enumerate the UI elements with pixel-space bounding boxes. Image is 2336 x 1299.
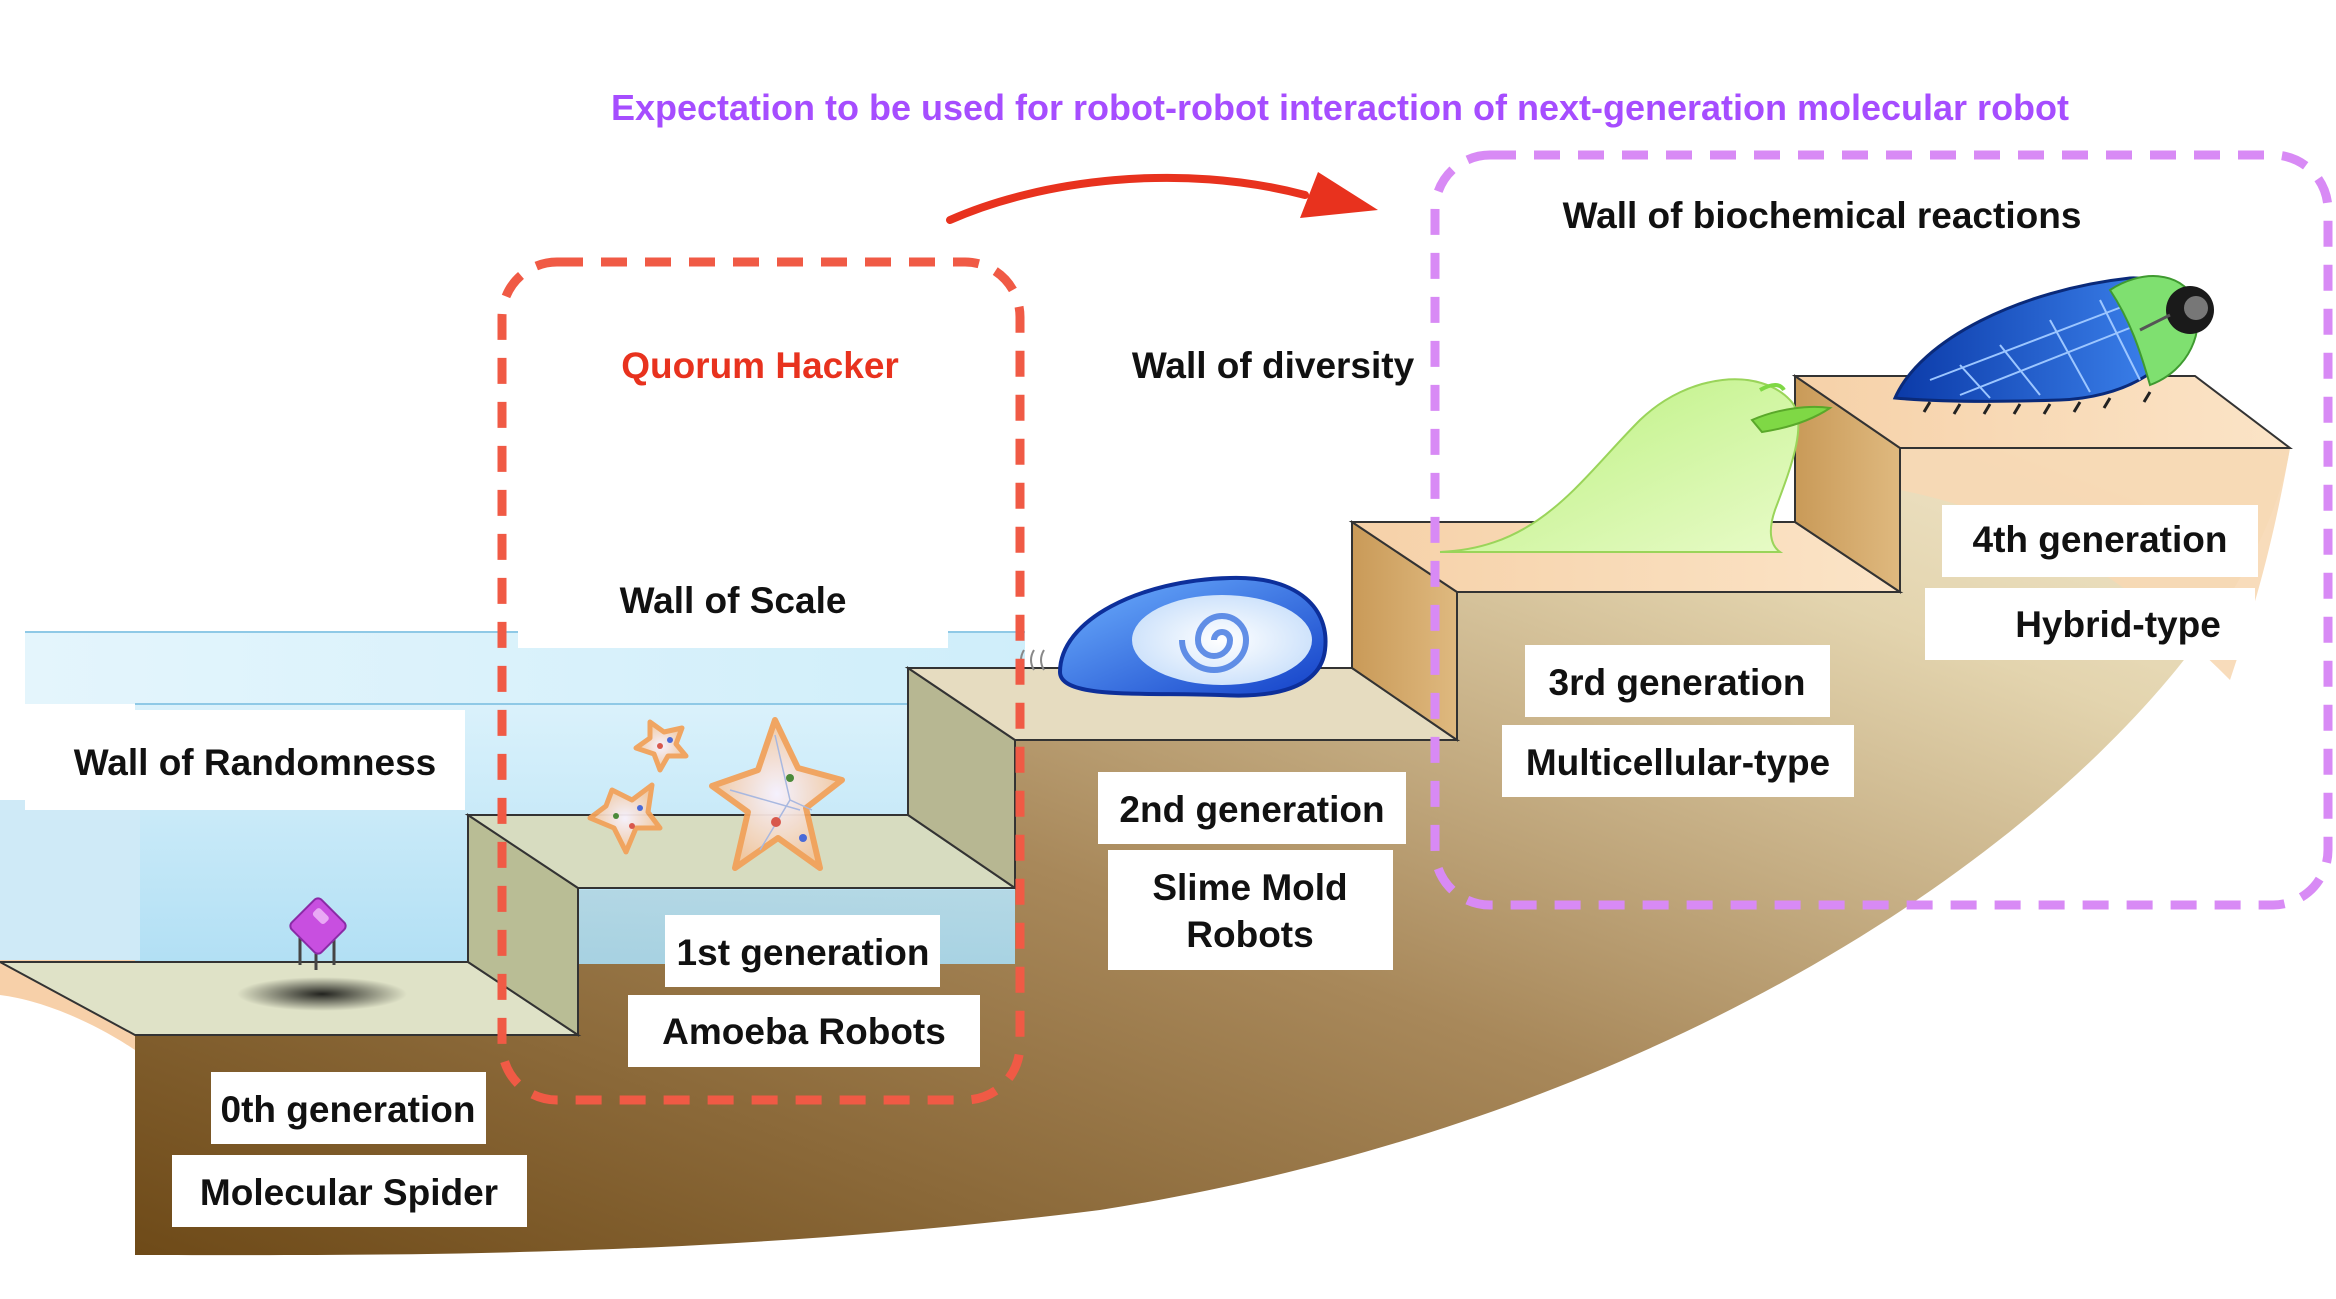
wall-randomness-box — [25, 710, 465, 810]
gen3-type-box — [1502, 725, 1854, 797]
wall-of-scale-label: Wall of Scale — [620, 580, 847, 621]
amoeba-robot-small-icon — [633, 719, 689, 773]
molecular-spider-icon — [289, 897, 347, 970]
multicellular-robot-icon — [1439, 378, 1833, 553]
gen0-label: 0th generation — [221, 1089, 476, 1130]
gen0-type: Molecular Spider — [200, 1172, 498, 1213]
spider-shadow — [237, 977, 407, 1011]
amoeba-robot-large-icon — [709, 717, 845, 871]
headline-text: Expectation to be used for robot-robot i… — [611, 87, 2069, 128]
gen4-type-box — [1925, 588, 2255, 660]
gen1-type: Amoeba Robots — [662, 1011, 946, 1052]
gen3-type: Multicellular-type — [1526, 742, 1830, 783]
gen2-type-box — [1108, 850, 1393, 970]
quorum-hacker-box — [497, 257, 1025, 1105]
gen4-label: 4th generation — [1973, 519, 2228, 560]
wall-of-biochemical-label: Wall of biochemical reactions — [1563, 195, 2082, 236]
wall-scale-box — [518, 548, 948, 648]
gen2-type-line1: Slime Mold — [1152, 867, 1347, 908]
wall-of-randomness-label: Wall of Randomness — [74, 742, 437, 783]
gen3-label: 3rd generation — [1549, 662, 1806, 703]
wall-of-diversity-label: Wall of diversity — [1132, 345, 1415, 386]
hybrid-robot-icon — [1892, 275, 2214, 415]
biochemical-wall-box — [1430, 150, 2333, 910]
water-left — [0, 800, 140, 960]
gen4-type: Hybrid-type — [2015, 604, 2221, 645]
gen2-label: 2nd generation — [1119, 789, 1384, 830]
gen1-label-box — [665, 915, 940, 987]
next-generation-arrow — [946, 172, 1378, 224]
quorum-hacker-label: Quorum Hacker — [621, 345, 899, 386]
amoeba-robot-medium-icon — [587, 782, 663, 855]
gen0-label-box — [211, 1072, 486, 1144]
gen0-type-box — [172, 1155, 527, 1227]
gen1-type-box — [628, 995, 980, 1067]
gen1-label: 1st generation — [677, 932, 930, 973]
gen2-type-line2: Robots — [1186, 914, 1313, 955]
slime-mold-robot-icon — [1020, 575, 1328, 698]
gen2-label-box — [1098, 772, 1406, 844]
gen4-label-box — [1942, 505, 2258, 577]
gen3-label-box — [1525, 645, 1830, 717]
